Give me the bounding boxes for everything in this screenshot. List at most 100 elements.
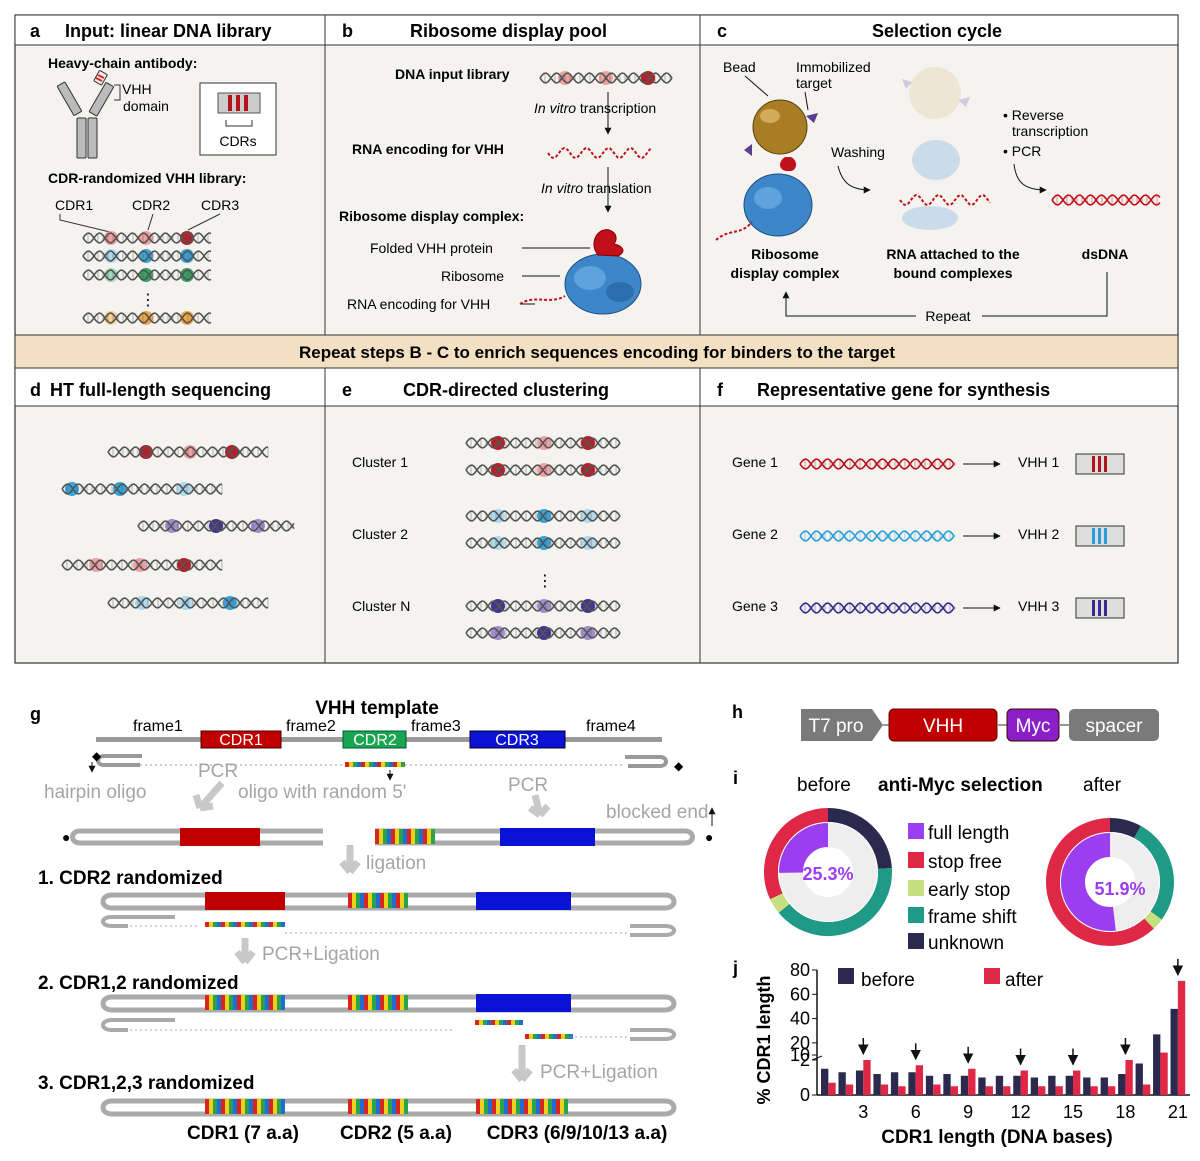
dna-helix xyxy=(82,268,212,282)
random-base xyxy=(360,893,364,908)
random-base xyxy=(427,829,431,844)
random-base xyxy=(520,1099,524,1114)
bracket xyxy=(225,120,253,127)
cdr3-label: CDR3 xyxy=(201,197,239,213)
random-base xyxy=(392,893,396,908)
cdr-stripe xyxy=(1098,600,1101,616)
random-base xyxy=(213,1099,217,1114)
random-base xyxy=(564,1099,568,1114)
helix-strand xyxy=(465,627,621,639)
random-base xyxy=(483,1020,487,1025)
dna-helix xyxy=(799,458,956,470)
helix-strand xyxy=(82,269,212,281)
full-length-segment xyxy=(779,823,829,874)
random-base xyxy=(205,922,209,927)
random-base xyxy=(391,829,395,844)
y-tick-label: 2 xyxy=(800,1050,810,1070)
helix-strand xyxy=(799,458,955,470)
helix-strand xyxy=(61,483,223,495)
banner-text: Repeat steps B - C to enrich sequences e… xyxy=(299,343,895,362)
bar-before xyxy=(855,1070,864,1095)
random-base xyxy=(399,829,403,844)
ligated-product xyxy=(100,892,677,911)
random-base xyxy=(411,829,415,844)
translation-label: In vitro translation xyxy=(541,180,652,196)
helix-strand xyxy=(61,483,223,495)
dna-helix xyxy=(61,558,223,572)
bar-before xyxy=(1118,1074,1126,1095)
panel-title: Selection cycle xyxy=(872,21,1002,41)
random-base xyxy=(544,1099,548,1114)
ribosome-icon xyxy=(519,229,642,315)
pcr-arrow xyxy=(527,794,551,818)
rna-attached-label-2: bound complexes xyxy=(893,265,1012,281)
dna-helix xyxy=(465,463,621,477)
helix-strand xyxy=(465,600,621,612)
random-base xyxy=(265,1099,269,1114)
random-base xyxy=(561,1034,565,1039)
random-base xyxy=(499,1020,503,1025)
dna-helix xyxy=(82,311,212,325)
random-base xyxy=(281,922,285,927)
panel-title: CDR-directed clustering xyxy=(403,380,609,400)
pcr-ligation-arrow xyxy=(234,938,256,965)
random-base xyxy=(348,1099,352,1114)
random-base xyxy=(503,1020,507,1025)
transcription-label: transcription xyxy=(1012,123,1088,139)
ring-segment-early-stop xyxy=(1144,911,1162,929)
random-base xyxy=(396,995,400,1010)
header-strip-2 xyxy=(14,367,1179,407)
dna-helix xyxy=(137,519,295,533)
cdr3-block xyxy=(500,828,595,846)
helix-strand xyxy=(107,597,269,609)
legend-label: full length xyxy=(928,823,1009,844)
bar-after xyxy=(1038,1086,1046,1095)
random-base xyxy=(380,995,384,1010)
random-base xyxy=(233,1099,237,1114)
panel-d xyxy=(61,445,295,610)
myc-label: Myc xyxy=(1016,716,1051,737)
random-base xyxy=(221,995,225,1010)
random-base xyxy=(349,762,353,767)
legend-after: after xyxy=(1005,970,1044,991)
folded-label: Folded VHH protein xyxy=(370,240,493,256)
pcr-label: PCR xyxy=(198,761,238,782)
ribosome-label: Ribosome xyxy=(441,268,504,284)
bead-complex-icon xyxy=(715,99,818,241)
bar-after xyxy=(1020,1070,1028,1095)
cdr-stripe xyxy=(1092,600,1095,616)
random-base xyxy=(519,1020,523,1025)
legend-swatch-after xyxy=(984,968,1000,984)
antibody-icon xyxy=(56,70,114,159)
dots: ⋮ xyxy=(537,573,553,590)
random-base xyxy=(225,995,229,1010)
dots: ⋮ xyxy=(140,292,156,309)
complex-label: Ribosome display complex: xyxy=(339,208,524,224)
ring-segment-stop-free xyxy=(1046,818,1154,946)
ring-segment-frame-shift xyxy=(1133,825,1174,920)
legend-swatch xyxy=(908,907,924,923)
gene-label: Gene 3 xyxy=(732,598,778,614)
helix-strand xyxy=(61,559,223,571)
cdrs-label: CDRs xyxy=(219,133,256,149)
random-base xyxy=(387,829,391,844)
bottom-cdr1-label: CDR1 (7 a.a) xyxy=(187,1123,299,1144)
cdr-blob xyxy=(139,231,153,245)
pcr-arrow xyxy=(192,780,225,812)
random-base xyxy=(476,1099,480,1114)
before-percent: 25.3% xyxy=(802,864,853,884)
panel-letter: i xyxy=(733,768,738,788)
random-base xyxy=(269,995,273,1010)
pcr-product xyxy=(375,828,695,846)
cdr-blob xyxy=(139,249,153,263)
random-base xyxy=(480,1099,484,1114)
pcr-ligation-label: PCR+Ligation xyxy=(262,944,380,965)
step-label: 2. CDR1,2 randomized xyxy=(38,973,239,994)
random-base xyxy=(237,995,241,1010)
after-label: after xyxy=(1083,775,1122,796)
random-base xyxy=(380,1099,384,1114)
pcr-label: PCR xyxy=(508,775,548,796)
blocked-dot: ● xyxy=(62,829,70,845)
random-base xyxy=(419,829,423,844)
rna-strand xyxy=(547,146,653,160)
